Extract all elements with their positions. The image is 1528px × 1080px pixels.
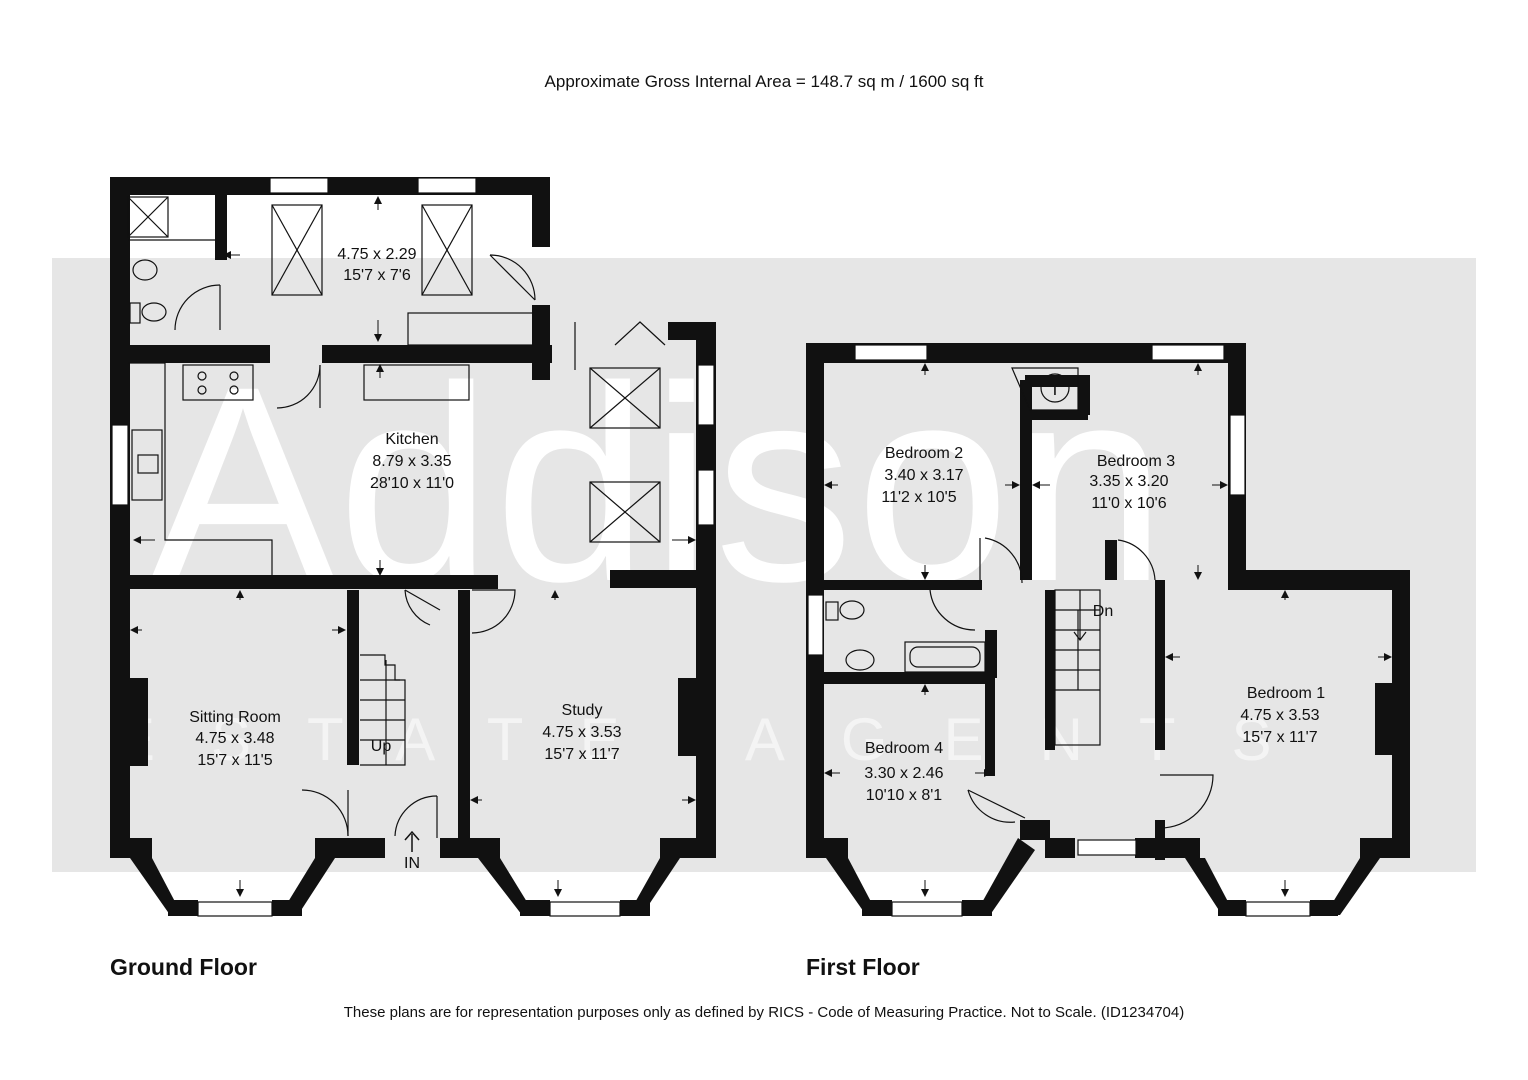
rear-room-dims-ft: 15'7 x 7'6 — [343, 267, 411, 284]
area-title: Approximate Gross Internal Area = 148.7 … — [544, 72, 984, 91]
first-floor-details — [807, 344, 1311, 917]
ground-floor-label: Ground Floor — [110, 954, 257, 980]
kitchen-dims-ft: 28'10 x 11'0 — [370, 475, 454, 492]
kitchen-name: Kitchen — [385, 431, 438, 448]
room-labels: 4.75 x 2.29 15'7 x 7'6 Kitchen 8.79 x 3.… — [189, 246, 1325, 872]
bedroom-1-name: Bedroom 1 — [1247, 685, 1325, 702]
bedroom-4-dims-ft: 10'10 x 8'1 — [866, 787, 942, 804]
bedroom-3-name: Bedroom 3 — [1097, 453, 1175, 470]
study-name: Study — [562, 702, 603, 719]
ground-floor-details — [111, 177, 715, 917]
sitting-room-dims-m: 4.75 x 3.48 — [195, 730, 274, 747]
first-floor-label: First Floor — [806, 954, 920, 980]
entrance-label: IN — [404, 855, 420, 872]
stair-up-label: Up — [371, 738, 392, 755]
first-dimension-arrows — [824, 363, 1392, 897]
stair-down-label: Dn — [1093, 603, 1113, 620]
bedroom-4-dims-m: 3.30 x 2.46 — [864, 765, 943, 782]
study-dims-ft: 15'7 x 11'7 — [544, 746, 619, 763]
bedroom-3-dims-m: 3.35 x 3.20 — [1089, 473, 1168, 490]
ground-floor-plan — [110, 177, 716, 916]
sitting-room-dims-ft: 15'7 x 11'5 — [197, 752, 272, 769]
bedroom-4-name: Bedroom 4 — [865, 740, 943, 757]
first-floor-plan — [806, 343, 1410, 916]
ground-dimension-arrows — [130, 196, 696, 897]
bedroom-1-dims-ft: 15'7 x 11'7 — [1242, 729, 1317, 746]
bedroom-2-dims-m: 3.40 x 3.17 — [884, 467, 963, 484]
bedroom-3-dims-ft: 11'0 x 10'6 — [1091, 495, 1166, 512]
bedroom-2-dims-ft: 11'2 x 10'5 — [881, 489, 956, 506]
cupboard-label: T — [1050, 380, 1060, 399]
bedroom-2-name: Bedroom 2 — [885, 445, 963, 462]
sitting-room-name: Sitting Room — [189, 709, 281, 726]
study-dims-m: 4.75 x 3.53 — [542, 724, 621, 741]
disclaimer: These plans are for representation purpo… — [343, 1004, 1185, 1021]
bedroom-1-dims-m: 4.75 x 3.53 — [1240, 707, 1319, 724]
kitchen-dims-m: 8.79 x 3.35 — [372, 453, 451, 470]
rear-room-dims-m: 4.75 x 2.29 — [337, 246, 416, 263]
